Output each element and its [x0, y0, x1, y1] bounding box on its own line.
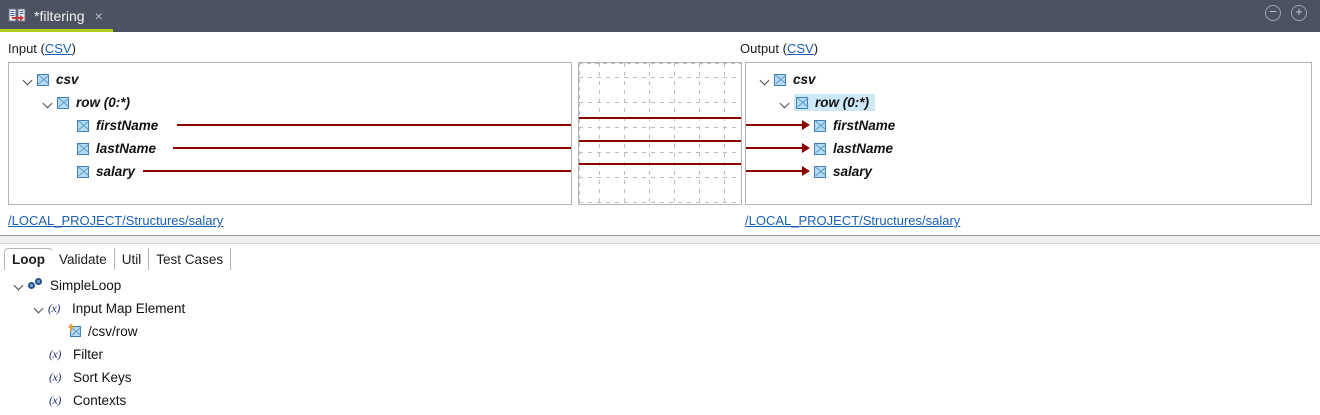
output-tree-panel[interactable]: csv row (0:*) firstName lastName salary [745, 62, 1312, 205]
function-xf-icon: (x) [49, 346, 61, 361]
output-node-label: salary [833, 164, 873, 179]
input-panel-caption: Input (CSV) [8, 41, 76, 56]
function-xf-icon: (x) [49, 392, 61, 407]
xsd-element-icon [77, 119, 89, 132]
output-csv-link[interactable]: CSV [786, 41, 814, 56]
connection-line-salary-mid [579, 163, 741, 165]
xsd-element-icon [814, 165, 826, 178]
input-caption-prefix: Input ( [8, 41, 45, 56]
minimize-button[interactable]: − [1265, 4, 1281, 21]
loop-tree-row-filter[interactable]: (x) Filter [49, 343, 103, 365]
loop-tree-label: /csv/row [88, 323, 138, 339]
selected-node-highlight[interactable]: row (0:*) [794, 94, 875, 111]
output-tree-row-lastname[interactable]: lastName [814, 137, 893, 160]
xsd-element-icon [796, 96, 808, 109]
maximize-icon: + [1295, 4, 1303, 19]
loop-tree-label: Contexts [73, 392, 127, 408]
output-node-label: firstName [833, 118, 896, 133]
input-node-label: csv [56, 72, 79, 87]
connection-line-lastname [173, 147, 571, 149]
chevron-down-icon[interactable] [758, 73, 772, 87]
chevron-down-icon[interactable] [41, 96, 55, 110]
loop-tree-label: Sort Keys [73, 369, 132, 385]
mapping-grid-panel[interactable] [578, 62, 742, 205]
chevron-down-icon[interactable] [12, 278, 26, 292]
xsd-element-icon [57, 96, 69, 109]
xsd-element-icon [77, 142, 89, 155]
editor-titlebar: *filtering × − + [0, 0, 1320, 32]
loop-tree-row-sort-keys[interactable]: (x) Sort Keys [49, 366, 132, 388]
input-caption-suffix: ) [71, 41, 76, 56]
output-caption-prefix: Output ( [740, 41, 787, 56]
mapping-area: Input (CSV) Output (CSV) csv row (0:*) f… [0, 32, 1320, 235]
chevron-down-icon[interactable] [21, 73, 35, 87]
xsd-element-icon [814, 119, 826, 132]
output-panel-caption: Output (CSV) [740, 41, 818, 56]
connection-arrow-salary [802, 166, 810, 176]
close-icon[interactable]: × [94, 8, 103, 24]
loop-tree-row-contexts[interactable]: (x) Contexts [49, 389, 126, 411]
connection-line-firstname-in [746, 124, 802, 126]
connection-line-firstname [177, 124, 571, 126]
tab-validate[interactable]: Validate [52, 248, 115, 270]
input-node-label: salary [96, 164, 136, 179]
output-tree-row-csv[interactable]: csv [758, 68, 816, 91]
output-tree-row-firstname[interactable]: firstName [814, 114, 895, 137]
maximize-button[interactable]: + [1291, 4, 1307, 21]
loop-tree-label: Input Map Element [72, 300, 186, 316]
function-xf-icon: (x) [49, 369, 61, 384]
loop-tree-row-csv-row[interactable]: /csv/row [68, 320, 138, 342]
xsd-element-icon [814, 142, 826, 155]
function-xf-icon: (x) [48, 300, 60, 315]
input-tree-panel[interactable]: csv row (0:*) firstName lastName salary [8, 62, 572, 205]
input-node-label: lastName [96, 141, 157, 156]
input-tree-row-firstname[interactable]: firstName [77, 114, 158, 137]
connection-line-lastname-in [746, 147, 802, 149]
loop-icon [28, 278, 44, 292]
input-tree-row-salary[interactable]: salary [77, 160, 135, 183]
xsd-element-icon [37, 73, 49, 86]
connection-line-salary [143, 170, 571, 172]
loop-tree-label: Filter [73, 346, 103, 362]
output-tree-row-salary[interactable]: salary [814, 160, 872, 183]
editor-tab-filtering[interactable]: *filtering × [0, 0, 111, 32]
xsd-element-icon [774, 73, 786, 86]
tab-test-cases[interactable]: Test Cases [149, 248, 232, 270]
chevron-down-icon[interactable] [778, 96, 792, 110]
connection-line-firstname-mid [579, 117, 741, 119]
connection-arrow-firstname [802, 120, 810, 130]
input-tree-row-lastname[interactable]: lastName [77, 137, 156, 160]
minimize-icon: − [1269, 4, 1277, 19]
input-tree-row-csv[interactable]: csv [21, 68, 79, 91]
active-tab-underline [0, 29, 113, 32]
output-node-label: row (0:*) [815, 95, 869, 110]
connection-line-lastname-mid [579, 140, 741, 142]
connection-line-salary-in [746, 170, 802, 172]
mapping-editor-icon [8, 7, 26, 25]
output-structure-path-link[interactable]: /LOCAL_PROJECT/Structures/salary [745, 213, 961, 228]
output-node-label: csv [793, 72, 816, 87]
input-tree-row-row[interactable]: row (0:*) [41, 91, 130, 114]
input-node-label: firstName [96, 118, 159, 133]
element-ref-icon [68, 323, 82, 338]
loop-tree-label: SimpleLoop [50, 277, 122, 293]
chevron-down-icon[interactable] [32, 301, 46, 315]
horizontal-sash[interactable] [0, 235, 1320, 244]
loop-tree-row-simpleloop[interactable]: SimpleLoop [12, 274, 121, 296]
output-tree-row-row[interactable]: row (0:*) [778, 91, 875, 114]
xsd-element-icon [77, 165, 89, 178]
tab-util[interactable]: Util [114, 248, 150, 270]
input-node-label: row (0:*) [76, 95, 130, 110]
output-caption-suffix: ) [813, 41, 819, 56]
editor-tab-label: *filtering [34, 8, 85, 24]
output-node-label: lastName [833, 141, 894, 156]
tab-loop[interactable]: Loop [4, 248, 53, 270]
input-csv-link[interactable]: CSV [44, 41, 72, 56]
input-structure-path-link[interactable]: /LOCAL_PROJECT/Structures/salary [8, 213, 224, 228]
loop-tree-row-input-map-element[interactable]: (x) Input Map Element [32, 297, 185, 319]
connection-arrow-lastname [802, 143, 810, 153]
bottom-section: Loop Validate Util Test Cases SimpleLoop… [0, 244, 1320, 415]
loop-tree[interactable]: SimpleLoop (x) Input Map Element /csv/ro… [0, 274, 1320, 414]
bottom-tabstrip: Loop Validate Util Test Cases [4, 248, 232, 270]
